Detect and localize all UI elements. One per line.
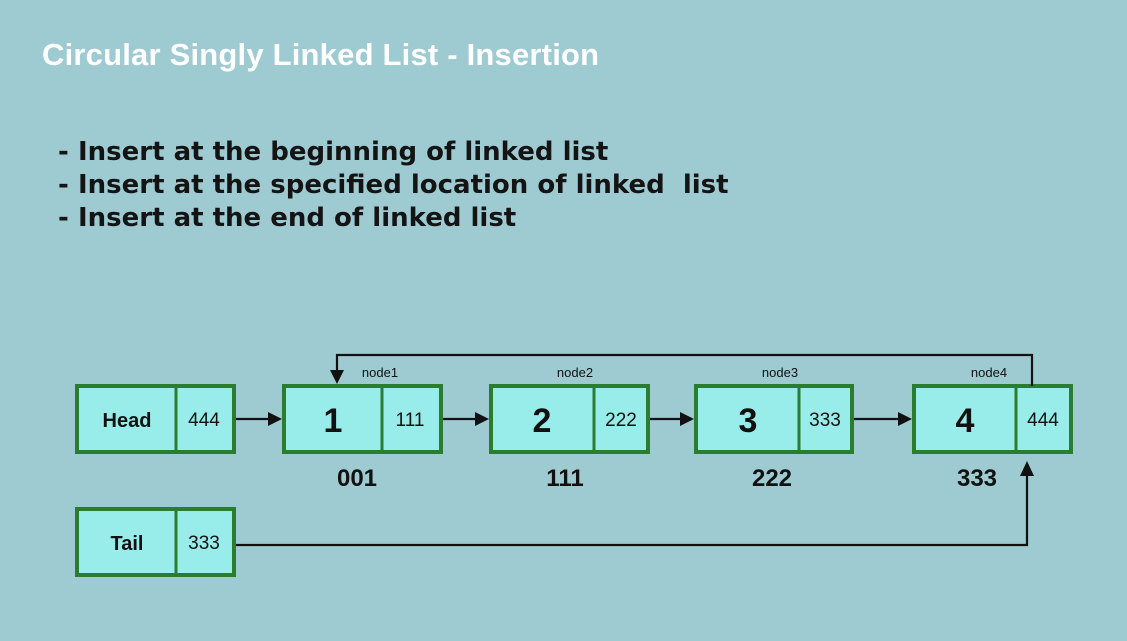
- node-2: node2 2 222 111: [489, 365, 650, 492]
- node-3-address: 222: [752, 465, 792, 492]
- bullet-dash: -: [58, 170, 69, 200]
- node-2-next-pointer: 222: [605, 410, 637, 431]
- node-1-address: 001: [337, 465, 377, 492]
- node-4: node4 4 444 333: [912, 365, 1073, 492]
- node-4-name: node4: [971, 365, 1007, 380]
- node-2-address: 111: [546, 465, 583, 492]
- arrow-head-to-node1: [236, 412, 282, 426]
- node-2-frame: [489, 384, 650, 454]
- node-3-name: node3: [762, 365, 798, 380]
- bullet-text: Insert at the specified location of link…: [78, 170, 729, 200]
- bullet-item: -Insert at the end of linked list: [58, 202, 729, 235]
- bullet-item: -Insert at the beginning of linked list: [58, 136, 729, 169]
- node-1-frame: [282, 384, 443, 454]
- head-pointer-value: 444: [188, 410, 220, 431]
- bullet-item: -Insert at the specified location of lin…: [58, 169, 729, 202]
- bullet-list: -Insert at the beginning of linked list …: [58, 136, 729, 235]
- node-2-value: 2: [533, 402, 552, 440]
- arrow-node1-to-node2: [443, 412, 489, 426]
- node-3-frame: [694, 384, 854, 454]
- node-4-next-pointer: 444: [1027, 410, 1059, 431]
- head-pointer-box: Head 444: [75, 384, 236, 454]
- bullet-text: Insert at the beginning of linked list: [78, 137, 609, 167]
- node-1-next-pointer: 111: [396, 410, 425, 431]
- head-label: Head: [103, 410, 152, 432]
- node-2-name: node2: [557, 365, 593, 380]
- tail-label: Tail: [111, 533, 144, 555]
- node-1-name: node1: [362, 365, 398, 380]
- bullet-text: Insert at the end of linked list: [78, 203, 517, 233]
- node-3-next-pointer: 333: [809, 410, 841, 431]
- node-4-address: 333: [957, 465, 997, 492]
- node-3-value: 3: [739, 402, 758, 440]
- arrow-node2-to-node3: [650, 412, 694, 426]
- slide-title: Circular Singly Linked List - Insertion: [42, 37, 600, 72]
- node-1-value: 1: [324, 402, 343, 440]
- bullet-dash: -: [58, 203, 69, 233]
- tail-pointer-value: 333: [188, 533, 220, 554]
- node-3: node3 3 333 222: [694, 365, 854, 492]
- tail-box-frame: [75, 507, 236, 577]
- tail-pointer-box: Tail 333: [75, 507, 236, 577]
- bullet-dash: -: [58, 137, 69, 167]
- arrow-node3-to-node4: [854, 412, 912, 426]
- head-box-frame: [75, 384, 236, 454]
- node-1: node1 1 111 001: [282, 365, 443, 492]
- arrow-node4-to-node1-circular: [330, 353, 1034, 386]
- node-4-value: 4: [956, 402, 975, 440]
- node-4-frame: [912, 384, 1073, 454]
- arrow-tail-to-node4: [236, 461, 1034, 547]
